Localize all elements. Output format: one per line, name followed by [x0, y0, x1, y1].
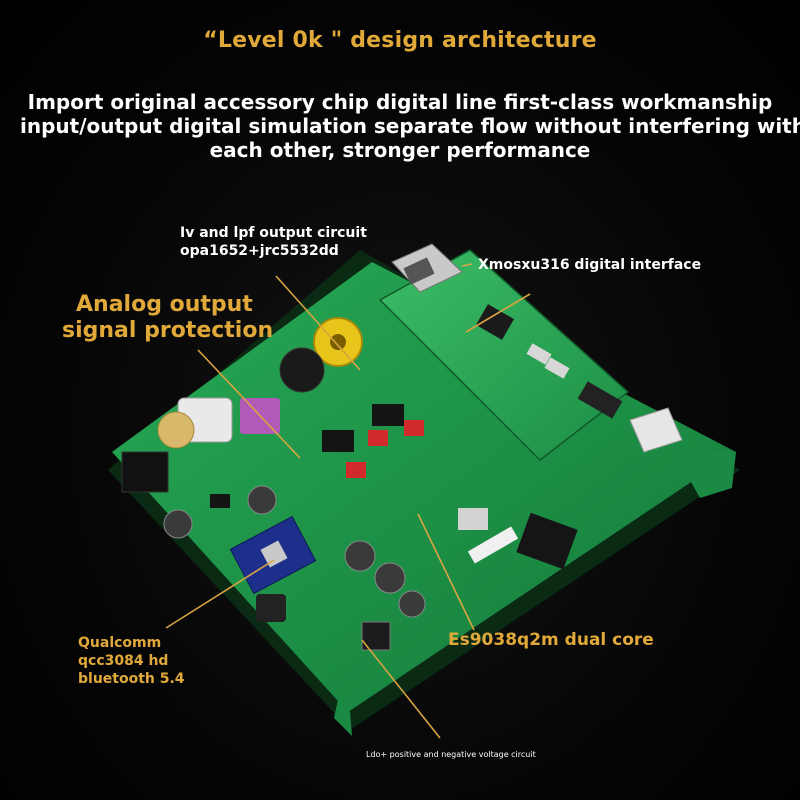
inductor [256, 594, 286, 622]
callout-qualcomm-line3: bluetooth 5.4 [78, 671, 185, 687]
leader-ldo [361, 639, 441, 739]
red-cap-1 [368, 430, 388, 446]
callout-analog: Analog output signal protection [62, 292, 273, 344]
subtitle-line-2: input/output digital simulation separate… [20, 114, 800, 138]
leader-analog [197, 349, 301, 459]
leader-es9038 [417, 513, 475, 631]
leader-lines [165, 263, 531, 739]
cap-1 [247, 485, 277, 515]
bt-shield [260, 540, 288, 568]
callout-ldo: Ldo+ positive and negative voltage circu… [366, 750, 536, 759]
callout-iv-lpf-line2: opa1652+jrc5532dd [180, 243, 339, 259]
crystal-2 [544, 357, 570, 379]
rail-right [672, 448, 736, 498]
cap-5 [163, 509, 193, 539]
page-title: “Level 0k " design architecture [203, 28, 597, 53]
xmos-chip [476, 304, 514, 340]
toslink-black [279, 347, 325, 393]
crystal-1 [526, 343, 552, 365]
cap-3 [374, 562, 406, 594]
opamp-2 [322, 430, 354, 452]
red-cap-2 [404, 420, 424, 436]
cap-4 [398, 590, 426, 618]
callout-iv-lpf: Iv and lpf output circuit opa1652+jrc553… [180, 224, 367, 260]
subtitle-line-1: Import original accessory chip digital l… [27, 90, 773, 114]
callout-analog-line1: Analog output [76, 292, 253, 317]
subtitle-line-3: each other, stronger performance [209, 138, 591, 162]
rail-left [334, 690, 352, 736]
callout-qualcomm-line2: qcc3084 hd [78, 653, 169, 669]
callout-qualcomm: Qualcomm qcc3084 hd bluetooth 5.4 [78, 634, 185, 688]
fpc-connector [467, 526, 519, 564]
red-cap-3 [346, 462, 366, 478]
callout-es9038: Es9038q2m dual core [448, 630, 654, 650]
pin-header [577, 381, 623, 419]
callout-analog-line2: signal protection [62, 318, 274, 343]
callout-xmos: Xmosxu316 digital interface [478, 257, 702, 273]
callout-qualcomm-line1: Qualcomm [78, 635, 162, 651]
leader-xmos [465, 293, 531, 333]
leader-qualcomm [165, 559, 275, 629]
usb-b-port [403, 257, 435, 285]
rca-white [157, 411, 195, 449]
page-subtitle: Import original accessory chip digital l… [20, 90, 800, 162]
callout-iv-lpf-line1: Iv and lpf output circuit [180, 225, 367, 241]
es9038-chip [516, 512, 578, 570]
dc-jack [121, 451, 169, 493]
cap-2 [344, 540, 376, 572]
opamp-1 [372, 404, 404, 426]
white-connector-right [629, 407, 683, 453]
leader-iv-lpf [275, 275, 361, 371]
small-ic [210, 494, 230, 508]
es-crystal [458, 508, 488, 530]
